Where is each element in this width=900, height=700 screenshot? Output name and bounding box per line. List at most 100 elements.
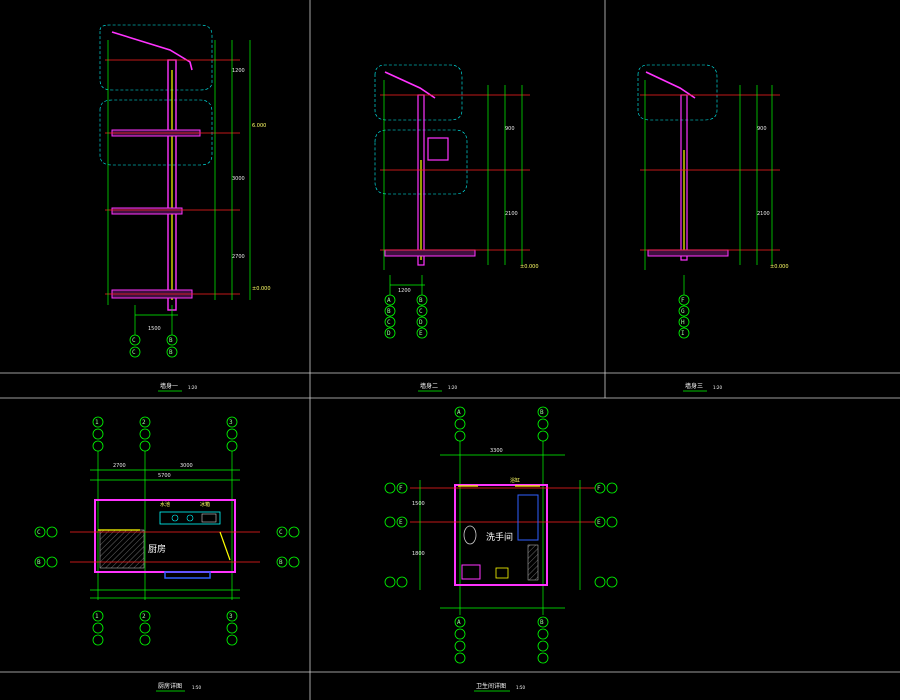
- toilet: [463, 525, 477, 545]
- washbasin: [461, 564, 481, 580]
- level-text-2a: ±0.000: [520, 264, 539, 270]
- detail-cloud-2: [99, 99, 213, 166]
- axis-label-3a: F: [681, 297, 685, 304]
- slab-3-ground: [647, 249, 729, 257]
- k-axis-b4: [139, 610, 151, 622]
- view-scale-1: 1:20: [188, 385, 197, 390]
- window-box-2: [427, 137, 449, 161]
- k-axis-b5: [139, 622, 151, 634]
- k-axis-l4: [46, 556, 58, 568]
- kitchen-stove-ring-1: [171, 514, 179, 522]
- axis-label-2h: E: [419, 330, 423, 337]
- roof-slope: [111, 31, 193, 71]
- k-axis-t3: [92, 440, 104, 452]
- kitchen-axis-bottom: 1 2 3: [92, 610, 238, 646]
- dim-text-2b: 2100: [505, 211, 518, 217]
- washroom-axis-top: A B: [454, 406, 549, 442]
- w-dim-text-a: 1500: [412, 501, 425, 507]
- washroom-hatch: [527, 544, 539, 581]
- view-title-1: 墙身一: [160, 382, 178, 390]
- w-axis-b6: [537, 628, 549, 640]
- dim-text-2c: 1200: [398, 288, 411, 294]
- dim-text-4: 1500: [148, 326, 161, 332]
- axis-label-2b: B: [387, 308, 391, 315]
- k-axis-t8: [226, 428, 238, 440]
- w-axis-t5: [537, 418, 549, 430]
- w-axis-r1: [594, 482, 606, 494]
- dim-text-2a: 900: [505, 126, 515, 132]
- k-axis-r1-label: C: [279, 529, 283, 536]
- section-3-view: 900 2100 ±0.000 F G H I 墙身三 1:20: [637, 64, 789, 392]
- axis-label-c2: C: [132, 349, 136, 356]
- k-dim-text-b: 3000: [180, 463, 193, 469]
- washroom-bathtub: [517, 494, 539, 541]
- kitchen-counter-front: [164, 571, 211, 579]
- dim-text-3b: 2100: [757, 211, 770, 217]
- k-axis-t1-label: 1: [95, 419, 99, 426]
- k-axis-r4: [288, 556, 300, 568]
- w-axis-t6: [537, 430, 549, 442]
- w-axis-l3: [384, 516, 396, 528]
- axis-label-2d: D: [387, 330, 391, 337]
- section-1-view: 1200 3000 2700 1500 ±0.000 6.000 C B C B…: [99, 24, 271, 392]
- k-axis-b7: [226, 610, 238, 622]
- w-axis-l4-label: E: [399, 519, 403, 526]
- k-axis-t6: [139, 440, 151, 452]
- w-axis-r6: [606, 576, 618, 588]
- section-2-view: 900 2100 1200 ±0.000 A B C D B C D E 墙身二…: [374, 64, 539, 392]
- axis-bubbles-2: A B C D B C D E: [384, 294, 428, 339]
- level-text-2: 6.000: [252, 123, 266, 129]
- w-axis-r4: [606, 516, 618, 528]
- k-axis-t2: [92, 428, 104, 440]
- kitchen-stove-ring-2: [186, 514, 194, 522]
- view-title-5: 卫生间详图: [476, 682, 506, 690]
- axis-label-2e: B: [419, 297, 423, 304]
- w-axis-t4-label: B: [540, 409, 544, 416]
- view-title-2: 墙身二: [420, 382, 438, 390]
- k-axis-r1: [276, 526, 288, 538]
- w-axis-r5: [594, 576, 606, 588]
- detail-cloud-3: [374, 64, 463, 121]
- washroom-walls: [454, 484, 548, 586]
- w-axis-r3-label: E: [597, 519, 601, 526]
- k-axis-r3-label: B: [279, 559, 283, 566]
- w-axis-t1-label: A: [457, 409, 461, 416]
- k-axis-b2: [92, 622, 104, 634]
- detail-cloud-1: [99, 24, 213, 91]
- axis-label-2f: C: [419, 308, 423, 315]
- k-axis-l1: [34, 526, 46, 538]
- k-axis-l1-label: C: [37, 529, 41, 536]
- w-axis-b5-label: B: [540, 619, 544, 626]
- axis-label-3b: G: [681, 308, 685, 315]
- axis-bubble-c2: [129, 346, 141, 358]
- roof-slope-2: [384, 71, 436, 99]
- k-axis-b7-label: 3: [229, 613, 233, 620]
- k-axis-t1: [92, 416, 104, 428]
- w-axis-b5: [537, 616, 549, 628]
- axis-bubble-2a: [384, 294, 396, 306]
- axis-bubble-3b: [678, 305, 690, 317]
- w-axis-t2: [454, 418, 466, 430]
- k-axis-b1-label: 1: [95, 613, 99, 620]
- kitchen-label-fridge: 冰箱: [200, 501, 210, 508]
- w-axis-r2: [606, 482, 618, 494]
- k-dim-text-total: 5700: [158, 473, 171, 479]
- k-axis-t9: [226, 440, 238, 452]
- axis-bubble-3d: [678, 327, 690, 339]
- view-title-4: 厨房详图: [158, 682, 182, 690]
- axis-bubble-2g: [416, 316, 428, 328]
- view-scale-2: 1:20: [448, 385, 457, 390]
- k-axis-t4: [139, 416, 151, 428]
- axis-bubble-2b: [384, 305, 396, 317]
- k-axis-b8: [226, 622, 238, 634]
- w-axis-b1: [454, 616, 466, 628]
- axis-label-2a: A: [387, 297, 391, 304]
- k-axis-l3-label: B: [37, 559, 41, 566]
- w-axis-b1-label: A: [457, 619, 461, 626]
- axis-bubble-c1: [129, 334, 141, 346]
- k-axis-b1: [92, 610, 104, 622]
- axis-bubble-3a: [678, 294, 690, 306]
- w-axis-t1: [454, 406, 466, 418]
- level-text-3a: ±0.000: [770, 264, 789, 270]
